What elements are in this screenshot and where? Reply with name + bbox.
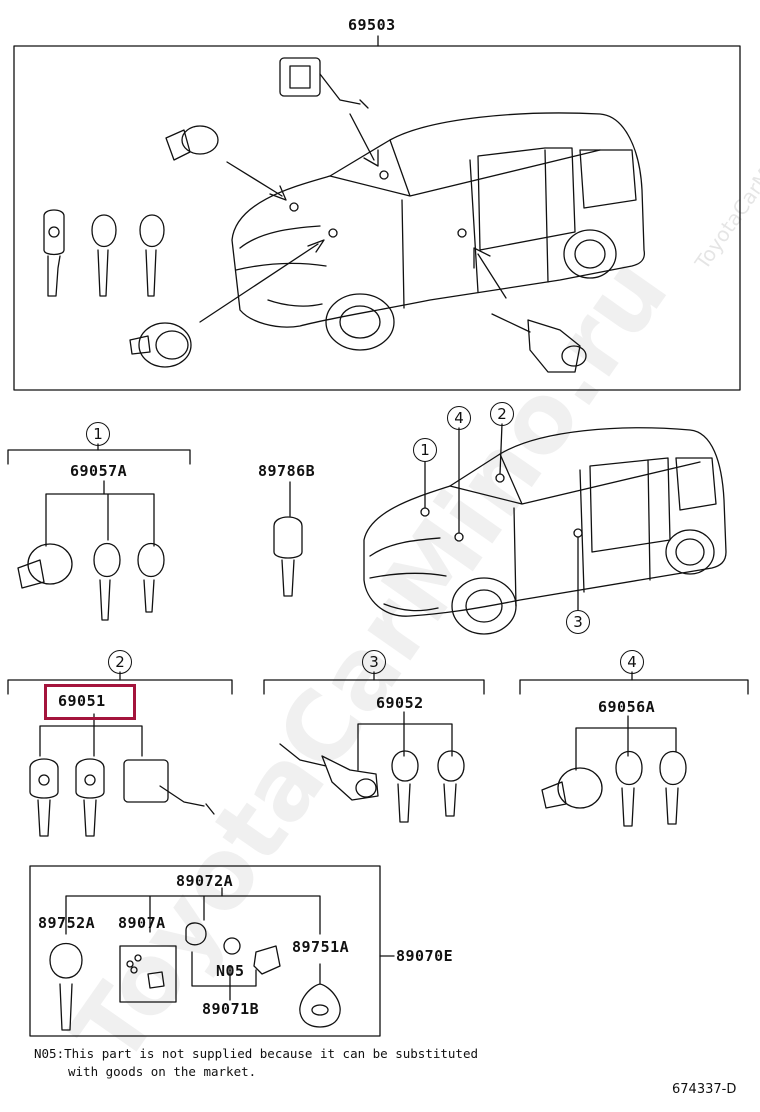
- index-circle-4: 4: [620, 650, 644, 674]
- single-key-part: [273, 481, 303, 597]
- index-circle-1: 1: [86, 422, 110, 446]
- keyset-lines: [65, 887, 395, 1001]
- vehicle-top: [231, 112, 646, 351]
- part-label-89752A: 89752A: [38, 914, 96, 932]
- index-circle-3: 3: [362, 650, 386, 674]
- part-label-N05: N05: [216, 962, 245, 980]
- vehicle-callout-1: 1: [413, 438, 437, 462]
- part-label-8907A: 8907A: [118, 914, 166, 932]
- group4-lines: [519, 671, 749, 771]
- part-label-69052: 69052: [376, 694, 424, 712]
- footnote-line-2: with goods on the market.: [68, 1064, 257, 1079]
- highlight-box-69051[interactable]: [44, 684, 136, 720]
- part-label-89070E: 89070E: [396, 947, 454, 965]
- group2-lines: [7, 671, 233, 757]
- arrows-top: [199, 113, 507, 323]
- keyset-frame: [29, 865, 381, 1037]
- group2-parts: [29, 758, 215, 837]
- part-label-69056A: 69056A: [598, 698, 656, 716]
- part-label-89786B: 89786B: [258, 462, 316, 480]
- part-label-89751A: 89751A: [292, 938, 350, 956]
- part-label-89072A: 89072A: [176, 872, 234, 890]
- group3-lines: [263, 671, 485, 771]
- group4-parts: [541, 751, 687, 827]
- ignition-cylinder-top-part: [165, 125, 219, 161]
- keys-top: [43, 209, 165, 297]
- group3-parts: [279, 743, 465, 823]
- vehicle-callout-2: 2: [490, 402, 514, 426]
- lock-cylinder-top-part: [279, 57, 369, 109]
- vehicle-middle: [363, 423, 727, 635]
- part-label-69057A: 69057A: [70, 462, 128, 480]
- keyset-parts: [49, 922, 341, 1031]
- part-label-69051[interactable]: 69051: [58, 692, 106, 710]
- vehicle-callout-3: 3: [566, 610, 590, 634]
- rear-cylinder-top-part: [491, 313, 587, 373]
- door-cylinder-top-part: [129, 322, 192, 368]
- top-frame: [13, 45, 741, 391]
- part-label-69503: 69503: [348, 16, 396, 34]
- group1-parts: [17, 543, 165, 621]
- footnote-line-1: N05:This part is not supplied because it…: [34, 1046, 479, 1061]
- index-circle-2: 2: [108, 650, 132, 674]
- part-label-89071B: 89071B: [202, 1000, 260, 1018]
- vehicle-callout-4: 4: [447, 406, 471, 430]
- figure-id: 674337-D: [672, 1082, 737, 1097]
- group1-lines: [7, 443, 191, 547]
